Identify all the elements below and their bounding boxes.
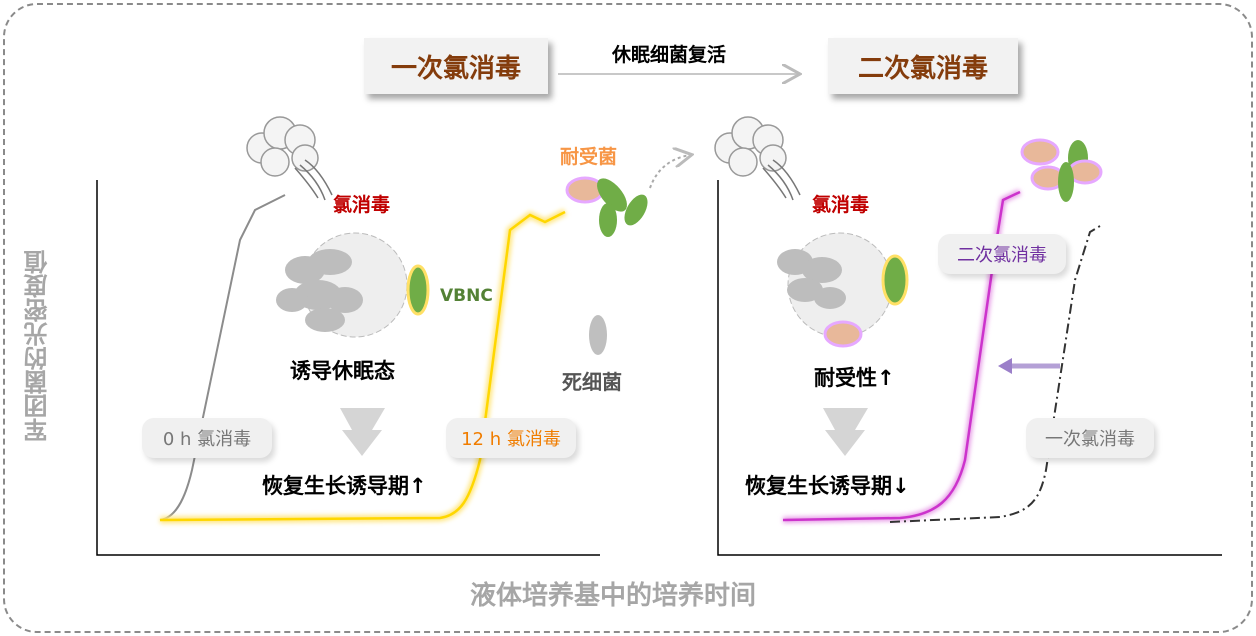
resistant-bacteria-left (565, 176, 648, 237)
tolerant-bacterium-tan (823, 320, 863, 348)
dormant-bacteria-cluster-right (777, 249, 846, 309)
curve-12h-label: 12 h 氯消毒 (446, 418, 576, 458)
cloud-icon-right (714, 116, 801, 201)
stage1-title-box: 一次氯消毒 (364, 38, 548, 94)
curve-12h (159, 210, 566, 522)
dormant-bacteria-cluster (276, 249, 363, 332)
stage2-title-box: 二次氯消毒 (828, 38, 1018, 94)
dead-bacteria-label: 死细菌 (562, 370, 622, 394)
curve-0h-label: 0 h 氯消毒 (142, 418, 272, 458)
diagram-frame (3, 3, 1253, 633)
tolerance-label: 耐受性↑ (814, 366, 895, 390)
dormancy-label: 诱导休眠态 (290, 359, 395, 383)
shift-arrow-head (998, 358, 1012, 374)
curve-second-chlorination (782, 190, 1021, 522)
second-chlorination-label: 二次氯消毒 (938, 234, 1066, 274)
reactivation-arrow (649, 155, 690, 189)
tolerant-bacterium-green (881, 254, 909, 306)
vbnc-label: VBNC (440, 286, 493, 306)
right-axes (717, 180, 1222, 556)
chlorine-label-right: 氯消毒 (812, 194, 870, 216)
lag-phase-down-label: 恢复生长诱导期↓ (745, 474, 910, 498)
chlorine-label-left: 氯消毒 (333, 194, 391, 216)
cloud-icon-left (246, 116, 333, 201)
vbnc-bacterium (406, 264, 430, 316)
resistant-bacteria-right (1020, 138, 1103, 202)
lag-phase-up-label: 恢复生长诱导期↑ (262, 474, 427, 498)
stage1-title: 一次氯消毒 (390, 53, 521, 84)
down-arrow-right (823, 408, 868, 456)
first-chlorination-label: 一次氯消毒 (1026, 418, 1154, 458)
resistant-label: 耐受菌 (560, 146, 618, 168)
left-axes (96, 180, 600, 556)
transition-label: 休眠细菌复活 (612, 44, 727, 66)
x-axis-label: 液体培养基中的培养时间 (470, 581, 757, 611)
curve-first-chlorination (889, 225, 1101, 523)
down-arrow-left (340, 408, 385, 456)
stage2-title: 二次氯消毒 (857, 53, 988, 84)
dead-bacterium (589, 315, 607, 355)
